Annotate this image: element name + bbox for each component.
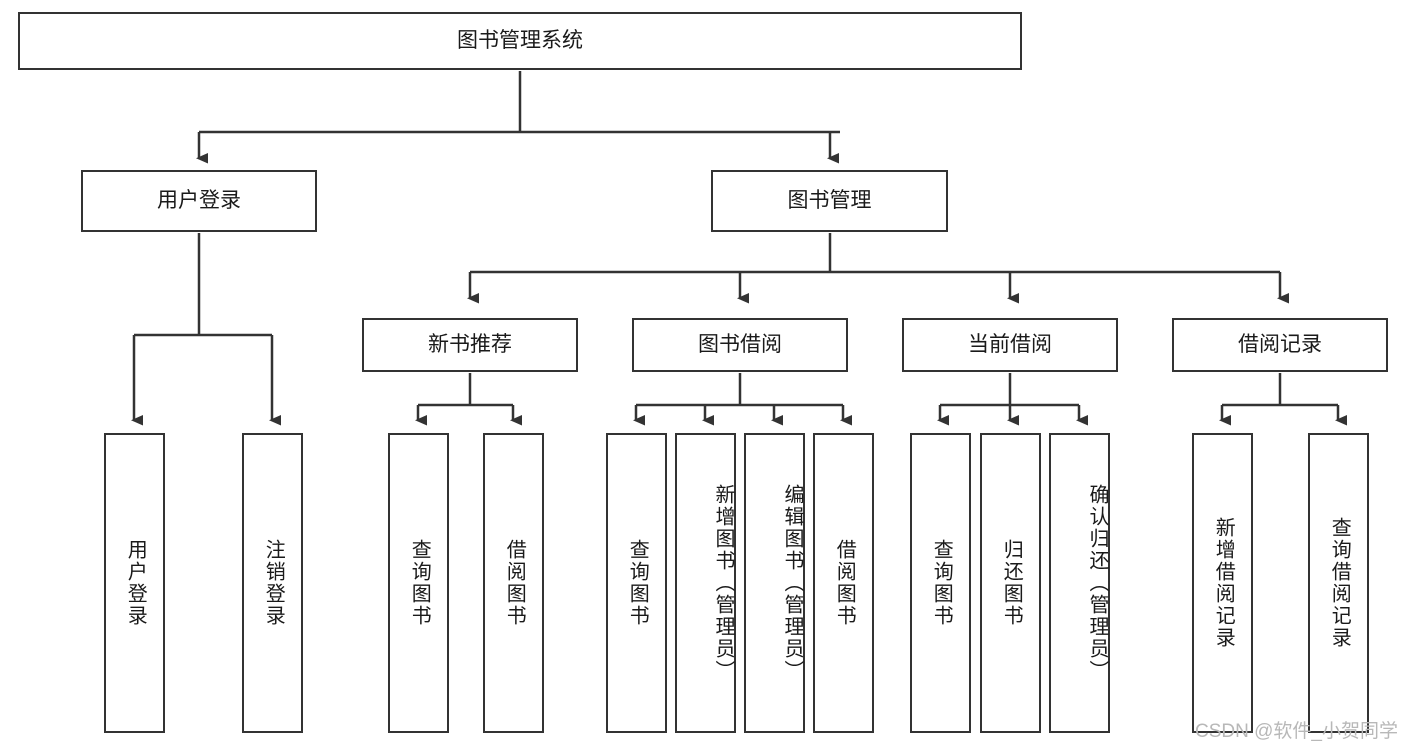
- leaf-query-record[interactable]: 查询借阅记录: [1308, 433, 1369, 733]
- leaf-confirm-return[interactable]: 确认归还（管理员）: [1049, 433, 1110, 733]
- leaf-edit-book[interactable]: 编辑图书（管理员）: [744, 433, 805, 733]
- leaf-add-book-label: 新增图书（管理员）: [712, 484, 734, 682]
- node-user-login[interactable]: 用户登录: [81, 170, 317, 232]
- leaf-borrow-book-2[interactable]: 借阅图书: [813, 433, 874, 733]
- leaf-edit-book-label: 编辑图书（管理员）: [781, 484, 803, 682]
- node-new-book-rec-label: 新书推荐: [428, 332, 512, 356]
- node-current-borrow-label: 当前借阅: [968, 332, 1052, 356]
- node-book-borrow-label: 图书借阅: [698, 332, 782, 356]
- leaf-borrow-book-1[interactable]: 借阅图书: [483, 433, 544, 733]
- leaf-logout[interactable]: 注销登录: [242, 433, 303, 733]
- node-borrow-record-label: 借阅记录: [1238, 332, 1322, 356]
- leaf-borrow-book-2-label: 借阅图书: [833, 539, 856, 627]
- leaf-logout-label: 注销登录: [262, 539, 285, 627]
- leaf-query-book-1[interactable]: 查询图书: [388, 433, 449, 733]
- csdn-watermark: CSDN @软件_小贺同学: [1195, 721, 1398, 742]
- node-book-manage[interactable]: 图书管理: [711, 170, 948, 232]
- node-user-login-label: 用户登录: [157, 188, 241, 212]
- node-borrow-record[interactable]: 借阅记录: [1172, 318, 1388, 372]
- leaf-query-book-3[interactable]: 查询图书: [910, 433, 971, 733]
- node-current-borrow[interactable]: 当前借阅: [902, 318, 1118, 372]
- node-new-book-rec[interactable]: 新书推荐: [362, 318, 578, 372]
- leaf-query-record-label: 查询借阅记录: [1328, 517, 1351, 649]
- node-book-manage-label: 图书管理: [787, 188, 872, 212]
- node-root-label: 图书管理系统: [457, 28, 583, 52]
- leaf-query-book-1-label: 查询图书: [408, 539, 431, 627]
- leaf-query-book-2[interactable]: 查询图书: [606, 433, 667, 733]
- leaf-return-book-label: 归还图书: [1000, 539, 1023, 627]
- leaf-borrow-book-1-label: 借阅图书: [503, 539, 526, 627]
- node-book-borrow[interactable]: 图书借阅: [632, 318, 848, 372]
- leaf-confirm-return-label: 确认归还（管理员）: [1086, 484, 1108, 682]
- leaf-add-record[interactable]: 新增借阅记录: [1192, 433, 1253, 733]
- leaf-return-book[interactable]: 归还图书: [980, 433, 1041, 733]
- leaf-user-login[interactable]: 用户登录: [104, 433, 165, 733]
- leaf-add-record-label: 新增借阅记录: [1212, 517, 1235, 649]
- leaf-add-book[interactable]: 新增图书（管理员）: [675, 433, 736, 733]
- leaf-user-login-label: 用户登录: [124, 539, 147, 627]
- node-root[interactable]: 图书管理系统: [18, 12, 1022, 70]
- leaf-query-book-3-label: 查询图书: [930, 539, 953, 627]
- leaf-query-book-2-label: 查询图书: [626, 539, 649, 627]
